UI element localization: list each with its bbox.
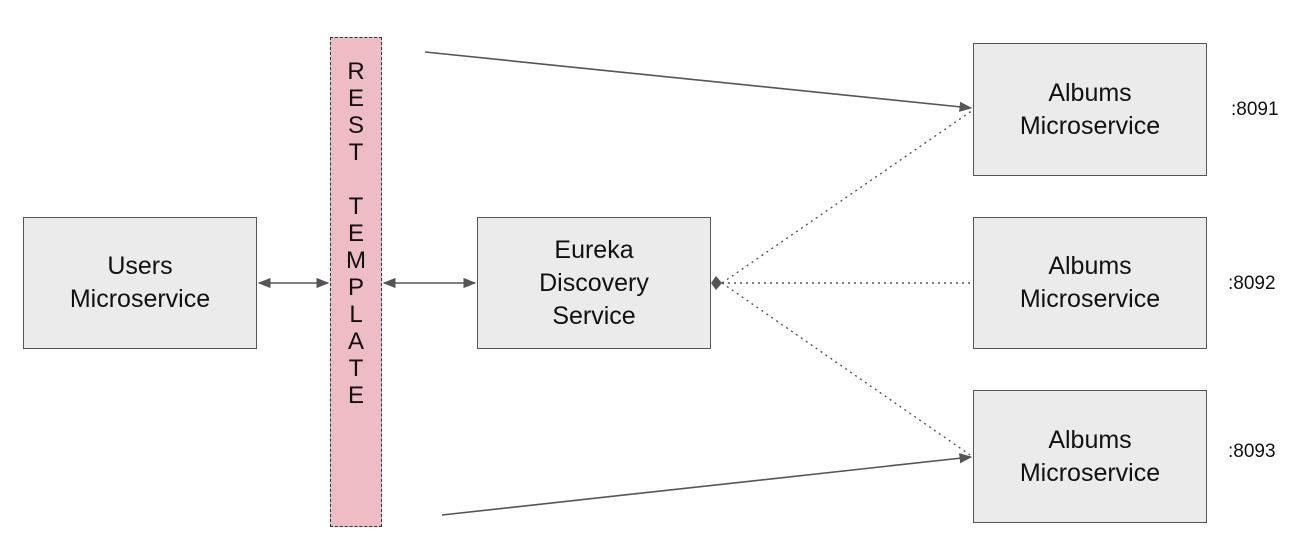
eureka-box-line2: Discovery: [539, 268, 649, 297]
rest-letter: E: [347, 85, 364, 112]
port-label-1: :8091: [1231, 99, 1279, 120]
template-letter: P: [347, 274, 364, 301]
eureka-box-line3: Service: [552, 301, 636, 330]
rest-album1-arrow: [424, 51, 973, 112]
album1-line2: Microservice: [1019, 111, 1161, 140]
template-letter: T: [348, 355, 364, 382]
rest-letter: T: [348, 139, 364, 166]
eureka-diamond-marker: [711, 276, 722, 290]
album3-line1: Albums: [1048, 425, 1132, 454]
eureka-album3-dotted: [721, 282, 974, 458]
album2-line2: Microservice: [1019, 285, 1161, 313]
template-letter: T: [348, 193, 364, 220]
albums-microservice-box-3: Albums Microservice: [973, 390, 1207, 523]
template-letter: E: [347, 220, 364, 247]
eureka-box-line1: Eureka: [554, 235, 634, 264]
template-letter: L: [349, 301, 363, 328]
template-letter: M: [346, 247, 366, 274]
album2-line1: Albums: [1048, 252, 1132, 280]
template-letter: A: [347, 328, 364, 355]
rest-album3-arrow: [441, 453, 973, 516]
users-microservice-box: Users Microservice: [23, 217, 257, 349]
users-box-line1: Users: [107, 252, 173, 280]
users-box-line2: Microservice: [69, 285, 211, 313]
eureka-album1-dotted: [721, 109, 974, 284]
rest-template-bar: R E S T T E M P L A T E: [330, 37, 382, 527]
albums-microservice-box-1: Albums Microservice: [973, 43, 1207, 176]
port-label-3: :8093: [1228, 441, 1276, 462]
rest-letter: R: [347, 58, 365, 85]
albums-microservice-box-2: Albums Microservice: [973, 217, 1207, 349]
template-letter: E: [347, 382, 364, 409]
rest-template-label: R E S T T E M P L A T E: [331, 58, 381, 409]
album3-line2: Microservice: [1019, 458, 1161, 487]
port-label-2: :8092: [1228, 273, 1276, 294]
album1-line1: Albums: [1048, 78, 1132, 107]
rest-letter: S: [347, 112, 364, 139]
eureka-discovery-box: Eureka Discovery Service: [477, 217, 711, 349]
